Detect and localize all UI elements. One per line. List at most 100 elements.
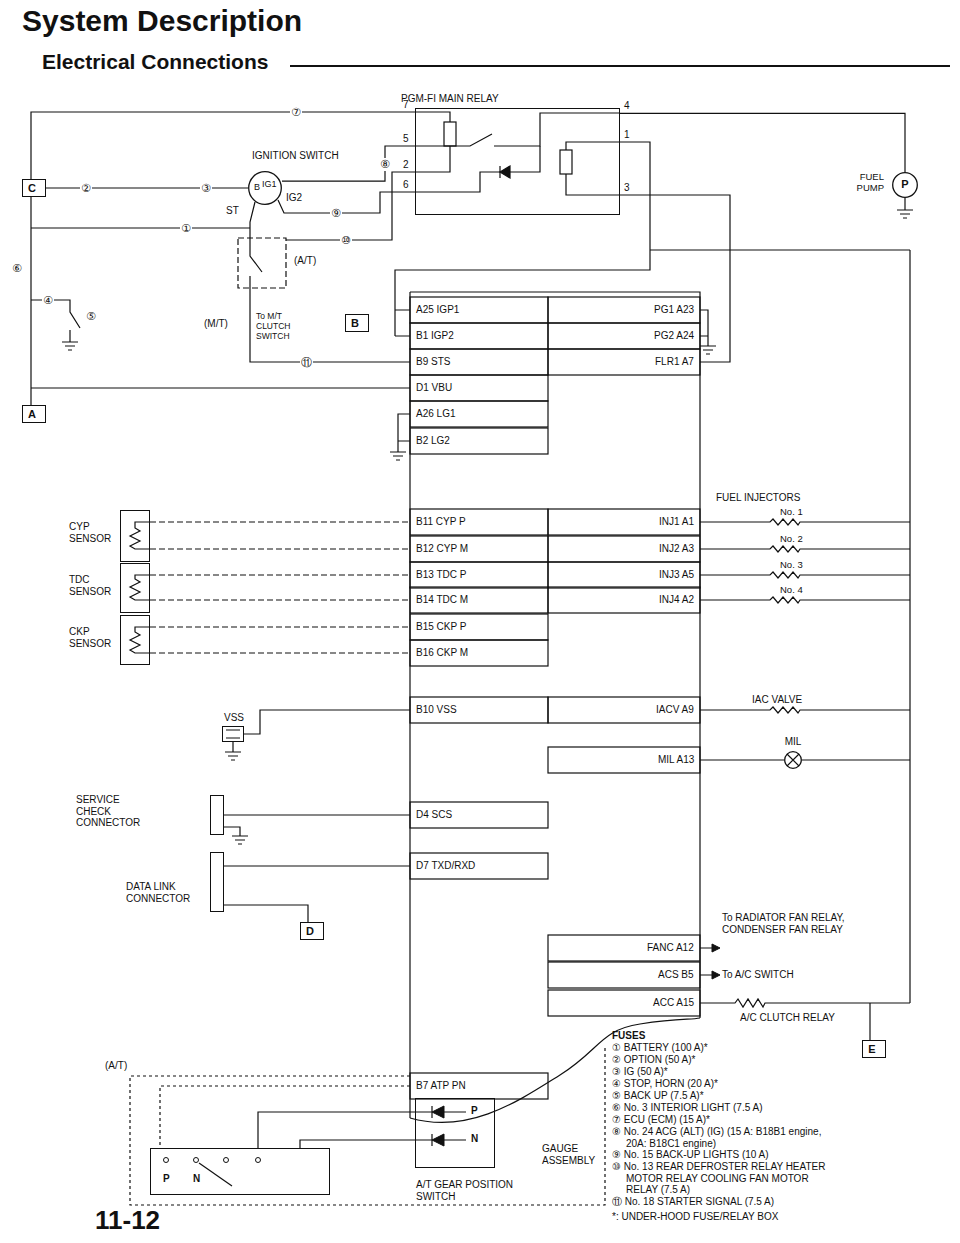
- ecm-outline: [410, 509, 548, 535]
- ecm-outline: [410, 640, 548, 666]
- ecm-outline: [410, 587, 548, 613]
- relay-internals: [415, 146, 540, 192]
- pin-number: 5: [403, 133, 409, 145]
- node-text: N: [193, 1173, 200, 1185]
- wire: [700, 707, 910, 713]
- wire: [31, 112, 910, 1186]
- node-label: FUEL PUMP: [844, 172, 884, 194]
- fuse-list: ⑪ No. 18 STARTER SIGNAL (7.5 A): [612, 1196, 842, 1208]
- node-text: P: [892, 178, 918, 191]
- wire: [395, 142, 650, 336]
- ecm-pin-cell: A26 LG1: [416, 408, 455, 420]
- fuse-list: ④ STOP, HORN (20 A)*: [612, 1078, 842, 1090]
- wire: [199, 1163, 232, 1186]
- title-rule: [290, 65, 950, 67]
- component-label: No. 3: [780, 560, 803, 571]
- node-label: CKP SENSOR: [69, 626, 117, 649]
- relay-internals: [415, 113, 620, 146]
- note: (A/T): [294, 255, 316, 267]
- component-label: No. 2: [780, 534, 803, 545]
- wire: [278, 192, 415, 213]
- relay-internals: [566, 142, 620, 195]
- ecm-pin-cell: INJ3 A5: [659, 569, 694, 581]
- wire: [226, 710, 410, 752]
- at-only-wiring: [130, 1045, 605, 1205]
- node-label: MIL: [781, 736, 805, 748]
- ecm-outline: [410, 614, 548, 640]
- ecm-outline: [410, 401, 548, 427]
- node-label: PGM-FI MAIN RELAY: [401, 93, 499, 105]
- ground-symbol: [700, 346, 716, 354]
- relay-internals: [560, 150, 572, 174]
- wire: [31, 112, 415, 179]
- fuse-list: ⑦ ECU (ECM) (15 A)*: [612, 1114, 842, 1126]
- fuse-box-ref: E: [862, 1040, 886, 1058]
- shielded-wire: [150, 238, 410, 653]
- section-heading: Electrical Connections: [42, 50, 268, 74]
- node-label: B: [346, 317, 364, 330]
- wire: [700, 999, 910, 1007]
- ground-symbol: [390, 452, 406, 460]
- fuse-callout: ③: [200, 182, 212, 195]
- wire: [130, 522, 150, 549]
- ground-symbol: [232, 836, 248, 844]
- wire: [869, 1003, 870, 1040]
- ecm-pin-cell: FLR1 A7: [655, 356, 694, 368]
- fuse-callout: ④: [42, 294, 54, 307]
- wire: [620, 195, 730, 362]
- fuse-callout: ②: [80, 182, 92, 195]
- connector: [46, 187, 248, 188]
- vss-sensor: VSS: [222, 726, 244, 742]
- ground-symbol: [897, 210, 913, 218]
- ecm-pin-cell: PG1 A23: [654, 304, 694, 316]
- ecm-outline: [410, 375, 548, 401]
- relay-internals: [500, 166, 510, 178]
- component-label: A/C CLUTCH RELAY: [740, 1012, 835, 1024]
- ecm-outline: [548, 697, 700, 723]
- ground-symbol: [225, 752, 241, 760]
- wire: [31, 387, 410, 388]
- ecm-outline: [548, 747, 700, 773]
- node-label: TDC SENSOR: [69, 574, 117, 597]
- arrow-head: [712, 971, 720, 979]
- gauge-assembly: GAUGE ASSEMBLYPN: [415, 1098, 495, 1168]
- wire: [130, 575, 150, 600]
- node-label: GAUGE ASSEMBLY: [542, 1143, 600, 1166]
- connector: [620, 113, 905, 172]
- sensor-box: CYP SENSOR: [120, 510, 150, 562]
- ecm-pin-cell: B14 TDC M: [416, 594, 468, 606]
- ecm-pin-cell: D4 SCS: [416, 809, 452, 821]
- ecm-pin-cell: A25 IGP1: [416, 304, 459, 316]
- wire: [300, 1140, 415, 1148]
- pin-number: 4: [624, 100, 630, 112]
- node-label: DATA LINK CONNECTOR: [126, 881, 192, 904]
- wire: [700, 948, 712, 975]
- node-text: N: [471, 1133, 478, 1145]
- shielded-wire: [150, 522, 410, 653]
- ecm-pin-cell: B16 CKP M: [416, 647, 468, 659]
- wire: [904, 198, 905, 210]
- ecm-pin-cell: INJ1 A1: [659, 516, 694, 528]
- arrow-head: [432, 1106, 444, 1118]
- ecm-pin-cell: D7 TXD/RXD: [416, 860, 475, 872]
- fuse-list: ③ IG (50 A)*: [612, 1066, 842, 1078]
- fuse-list: ② OPTION (50 A)*: [612, 1054, 842, 1066]
- fuse-list: ⑨ No. 15 BACK-UP LIGHTS (10 A): [612, 1149, 842, 1161]
- at-only-wiring: [160, 1086, 410, 1148]
- ecm-pin-cell: PG2 A24: [654, 330, 694, 342]
- wire: [700, 519, 910, 525]
- node-label: IGNITION SWITCH: [252, 150, 339, 162]
- node-label: A/T GEAR POSITION SWITCH: [416, 1179, 516, 1202]
- ecm-pin-cell: INJ2 A3: [659, 543, 694, 555]
- node-label: VSS: [219, 712, 249, 724]
- wire: [224, 815, 410, 836]
- fuse-list: FUSES: [612, 1030, 645, 1042]
- node-outline-circle: [785, 752, 802, 769]
- ecm-outline: [548, 935, 700, 961]
- ecm-outline: [410, 323, 548, 349]
- ignition-switch: IGNITION SWITCHBIG1: [248, 171, 282, 205]
- ecm-outline: [410, 697, 548, 723]
- node-text: P: [163, 1173, 170, 1185]
- ecm-outline: [410, 349, 548, 375]
